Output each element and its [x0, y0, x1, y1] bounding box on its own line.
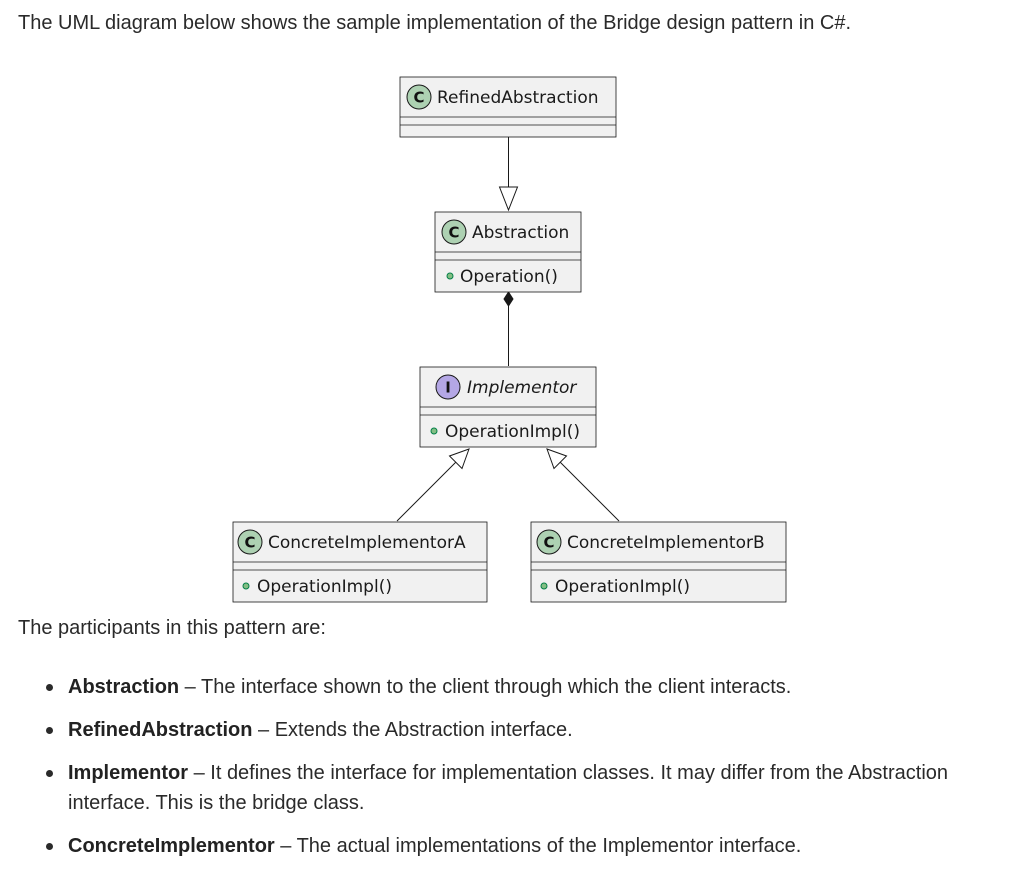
- participant-description: – It defines the interface for implement…: [68, 762, 949, 814]
- participants-list: Abstraction – The interface shown to the…: [0, 672, 1032, 874]
- realization-arrow-b: [546, 448, 620, 522]
- list-item: ConcreteImplementor – The actual impleme…: [0, 831, 1032, 861]
- class-concrete-implementor-a: C ConcreteImplementorA OperationImpl(): [232, 521, 488, 603]
- participant-term: ConcreteImplementor: [68, 835, 275, 857]
- method-signature: OperationImpl(): [555, 577, 690, 597]
- uml-class-diagram: C RefinedAbstraction C Abstraction Opera…: [232, 76, 787, 603]
- class-refined-abstraction: C RefinedAbstraction: [399, 76, 617, 138]
- intro-paragraph: The UML diagram below shows the sample i…: [18, 12, 852, 34]
- list-item: Abstraction – The interface shown to the…: [0, 672, 1032, 702]
- participant-description: – The actual implementations of the Impl…: [274, 835, 802, 857]
- class-name: ConcreteImplementorB: [567, 533, 765, 553]
- public-method-icon: [540, 582, 548, 590]
- class-badge-icon: C: [406, 84, 432, 110]
- class-concrete-implementor-b: C ConcreteImplementorB OperationImpl(): [530, 521, 787, 603]
- participant-term: RefinedAbstraction: [68, 719, 253, 741]
- badge-letter: C: [413, 89, 424, 107]
- realization-arrow-a: [396, 448, 470, 522]
- class-name: RefinedAbstraction: [437, 88, 599, 108]
- badge-letter: C: [244, 534, 255, 552]
- participant-term: Implementor: [68, 762, 189, 784]
- composition-connector: [503, 291, 514, 366]
- class-abstraction: C Abstraction Operation(): [434, 211, 582, 293]
- class-badge-icon: C: [237, 529, 263, 555]
- public-method-icon: [430, 427, 438, 435]
- interface-implementor: I Implementor OperationImpl(): [419, 366, 597, 448]
- class-badge-icon: C: [536, 529, 562, 555]
- participants-heading: The participants in this pattern are:: [18, 617, 326, 639]
- method-signature: OperationImpl(): [445, 422, 580, 442]
- list-item: RefinedAbstraction – Extends the Abstrac…: [0, 715, 1032, 745]
- interface-name: Implementor: [467, 378, 577, 398]
- inheritance-arrow: [498, 137, 519, 212]
- participant-description: – The interface shown to the client thro…: [179, 676, 792, 698]
- list-item: Implementor – It defines the interface f…: [0, 758, 1032, 818]
- badge-letter: I: [445, 379, 451, 397]
- class-name: ConcreteImplementorA: [268, 533, 466, 553]
- method-signature: Operation(): [460, 267, 558, 287]
- interface-badge-icon: I: [435, 374, 461, 400]
- badge-letter: C: [448, 224, 459, 242]
- class-badge-icon: C: [441, 219, 467, 245]
- participant-description: – Extends the Abstraction interface.: [252, 719, 573, 741]
- public-method-icon: [242, 582, 250, 590]
- public-method-icon: [446, 272, 454, 280]
- participant-term: Abstraction: [68, 676, 180, 698]
- badge-letter: C: [543, 534, 554, 552]
- method-signature: OperationImpl(): [257, 577, 392, 597]
- class-name: Abstraction: [472, 223, 569, 243]
